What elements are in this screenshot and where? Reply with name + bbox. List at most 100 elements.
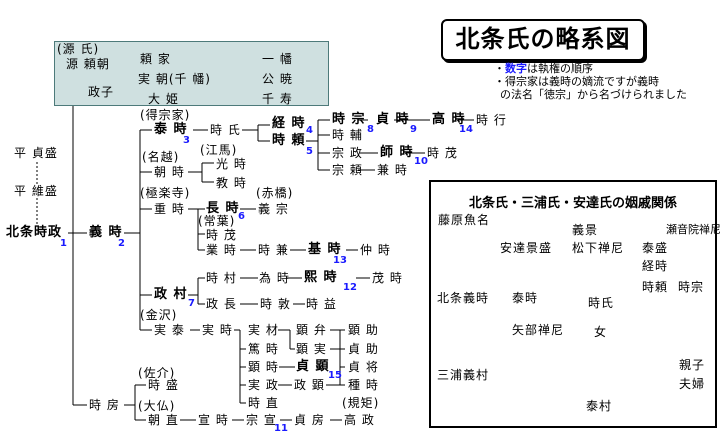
legend-spouse: 夫婦 xyxy=(679,377,706,391)
person-masanaga: 政 長 xyxy=(206,297,237,311)
person-kugyo: 公 暁 xyxy=(262,72,293,86)
person-yoshitoki: 義 時 xyxy=(89,225,123,240)
minamoto-box xyxy=(54,41,329,106)
person-munenobu: 宗 宣 xyxy=(246,413,277,427)
person-tokiuji: 時 氏 xyxy=(210,123,241,137)
person-sadatoki: 貞 時 xyxy=(376,112,410,127)
person-sanetai: 実 泰 xyxy=(154,323,185,337)
inset-matsushita: 松下禅尼 xyxy=(572,241,625,255)
regent-number: 4 xyxy=(306,125,313,136)
label-sasuke: (佐介) xyxy=(138,366,176,380)
note-emphasis: 数字 xyxy=(505,62,527,75)
person-sanetoki-2: 実 材 xyxy=(248,323,279,337)
person-ohime: 大 姫 xyxy=(148,92,179,106)
person-masaaki: 政 顕 xyxy=(294,378,325,392)
marriage-inset: 北条氏・三浦氏・安達氏の姻戚関係 xyxy=(429,180,717,428)
person-sadasuke: 貞 助 xyxy=(348,342,379,356)
regent-number: 8 xyxy=(367,124,374,135)
person-tokishige-2: 時 茂 xyxy=(206,228,237,242)
regent-number: 5 xyxy=(306,146,313,157)
person-tokisuke: 時 輔 xyxy=(332,128,363,142)
person-masako: 政子 xyxy=(88,85,115,99)
person-tokimune: 時 宗 xyxy=(332,112,366,127)
person-akitoki-2: 顕 時 xyxy=(248,360,279,374)
note-line-2: ・得宗家は義時の嫡流ですが義時 xyxy=(494,75,659,88)
person-tsunetoki: 経 時 xyxy=(272,116,306,131)
person-tanetoki: 種 時 xyxy=(348,378,379,392)
person-tokiyuki: 時 行 xyxy=(476,113,507,127)
person-tomonao: 朝 直 xyxy=(148,413,179,427)
inset-hojo-yoshitoki: 北条義時 xyxy=(437,291,490,305)
person-akisuke: 顕 助 xyxy=(348,323,379,337)
person-sadafusa: 貞 房 xyxy=(294,413,325,427)
person-tokishige: 時 茂 xyxy=(427,146,458,160)
regent-number: 12 xyxy=(343,282,357,293)
label-kiku: (規矩) xyxy=(342,396,380,410)
person-takamasa: 高 政 xyxy=(344,413,375,427)
regent-number: 15 xyxy=(328,370,342,381)
regent-number: 9 xyxy=(410,124,417,135)
label-gokurakuji: (極楽寺) xyxy=(140,186,191,200)
regent-number: 1 xyxy=(60,238,67,249)
inset-tokiyori: 時頼 xyxy=(642,280,669,294)
inset-sekimonin: 瀬音院禅尼 xyxy=(666,223,720,236)
note-rest: は執権の順序 xyxy=(527,62,593,75)
label-tokuso: (得宗家) xyxy=(140,108,191,122)
inset-taika: 泰盛 xyxy=(642,241,669,255)
person-tokimori: 時 盛 xyxy=(148,378,179,392)
person-masamura: 政 村 xyxy=(154,287,188,302)
inset-tokimune: 時宗 xyxy=(678,280,705,294)
regent-number: 2 xyxy=(118,238,125,249)
inset-adachi: 安達景盛 xyxy=(500,241,553,255)
regent-number: 6 xyxy=(238,211,245,222)
regent-number: 11 xyxy=(274,423,288,434)
person-sadamasa: 貞 将 xyxy=(348,360,379,374)
person-hirotoki: 熙 時 xyxy=(304,270,338,285)
person-shigetoki-2: 茂 時 xyxy=(372,271,403,285)
person-taira-koremori: 平 維盛 xyxy=(14,184,58,198)
person-tokinao: 時 直 xyxy=(248,396,279,410)
regent-number: 7 xyxy=(188,298,195,309)
person-somasa: 宗 政 xyxy=(332,146,363,160)
person-tokiyori: 時 頼 xyxy=(272,133,306,148)
label-tokiwa: (常葉) xyxy=(198,214,236,228)
legend-parent-child: 親子 xyxy=(679,358,706,372)
label-kanazawa: (金沢) xyxy=(140,308,178,322)
person-tokimasa: 北条時政 xyxy=(6,225,63,240)
person-noritoki: 教 時 xyxy=(216,176,247,190)
person-nobutoki: 宣 時 xyxy=(198,413,229,427)
person-kanetoki: 兼 時 xyxy=(377,163,408,177)
label-osaragi: (大仏) xyxy=(138,399,176,413)
inset-yasumura: 泰村 xyxy=(586,399,613,413)
person-sanetomo: 実 朝(千 幡) xyxy=(138,72,211,86)
person-tokiatsu: 時 敦 xyxy=(260,297,291,311)
person-nakatoki: 仲 時 xyxy=(360,243,391,257)
person-shigetoki: 重 時 xyxy=(154,202,185,216)
regent-number: 14 xyxy=(459,124,473,135)
label-ema: (江馬) xyxy=(200,143,238,157)
regent-number: 10 xyxy=(414,156,428,167)
person-senju: 千 寿 xyxy=(262,92,293,106)
person-akitoki: 顕 弁 xyxy=(296,323,327,337)
person-takatoki: 高 時 xyxy=(432,112,466,127)
regent-number: 3 xyxy=(183,135,190,146)
person-tokifusa: 時 房 xyxy=(89,398,120,412)
inset-yoshikage: 義景 xyxy=(572,223,599,237)
person-soyori: 宗 頼 xyxy=(332,163,363,177)
person-yoritomo: 源 頼朝 xyxy=(66,57,110,71)
person-yasutoki: 泰 時 xyxy=(154,122,188,137)
label-nagoe: (名越) xyxy=(142,150,180,164)
person-nagatoki: 長 時 xyxy=(206,201,240,216)
person-yoshimune: 義 宗 xyxy=(258,202,289,216)
inset-onna: 女 xyxy=(594,325,608,339)
person-taira-sadamori: 平 貞盛 xyxy=(14,146,58,160)
inset-yabezenni: 矢部禅尼 xyxy=(512,323,565,337)
person-tomotoki: 朝 時 xyxy=(154,165,185,179)
inset-title: 北条氏・三浦氏・安達氏の姻戚関係 xyxy=(468,196,677,211)
person-sanetoki: 実 時 xyxy=(202,323,233,337)
title-box: 北条氏の略系図 xyxy=(441,19,645,61)
inset-fujiwara: 藤原魚名 xyxy=(438,213,491,227)
regent-number: 13 xyxy=(333,255,347,266)
note-line-3: の法名「徳宗」から名づけられました xyxy=(500,88,687,101)
person-tametoki: 為 時 xyxy=(259,271,290,285)
